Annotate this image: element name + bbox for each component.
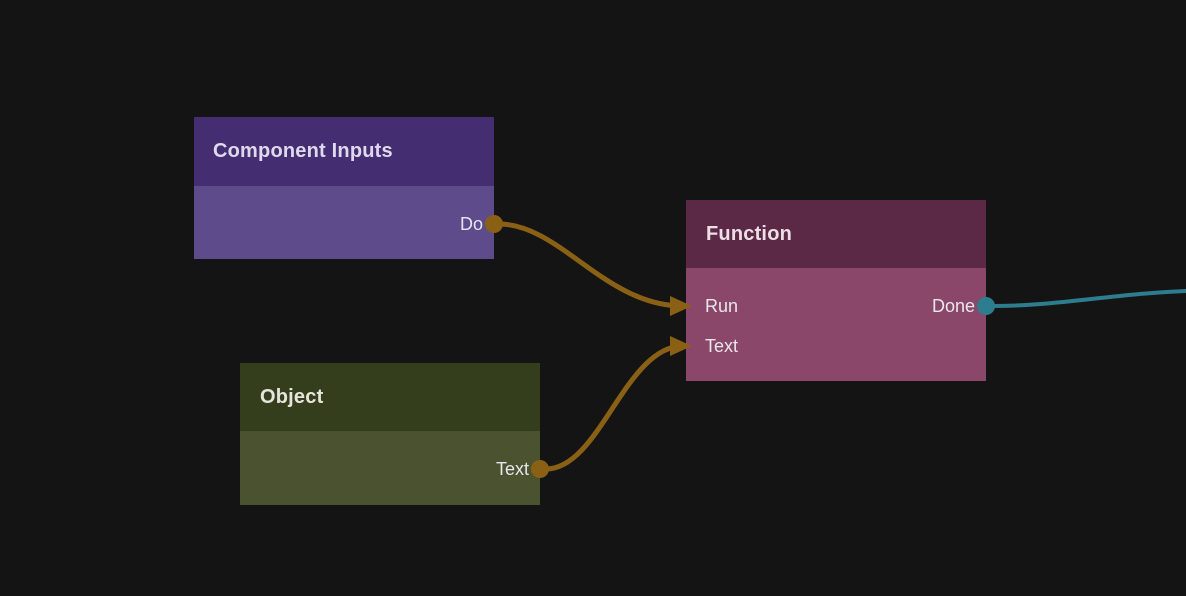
input-port-row-run[interactable]: Run	[705, 294, 738, 318]
input-port-row-text[interactable]: Text	[705, 334, 738, 358]
node-header-object[interactable]: Object	[240, 363, 540, 431]
node-body-function: Run Text Done	[686, 268, 986, 381]
input-port-label-run: Run	[705, 296, 739, 316]
node-title-component-inputs: Component Inputs	[213, 140, 393, 162]
node-header-function[interactable]: Function	[686, 200, 986, 268]
node-body-object: Text	[240, 431, 540, 505]
wire-do-to-run[interactable]	[496, 221, 686, 309]
node-body-component-inputs: Do	[194, 186, 494, 259]
node-header-component-inputs[interactable]: Component Inputs	[194, 117, 494, 186]
output-port-row-do[interactable]: Do	[460, 212, 483, 236]
input-port-arrow-text-icon[interactable]	[670, 336, 692, 356]
output-port-row-done[interactable]: Done	[932, 294, 975, 318]
node-title-object: Object	[260, 385, 324, 408]
output-port-row-text[interactable]: Text	[496, 457, 529, 481]
node-object[interactable]: Object Text	[240, 363, 549, 505]
output-port-dot-text[interactable]	[531, 460, 549, 478]
input-port-label-text: Text	[705, 336, 739, 356]
output-port-dot-done[interactable]	[977, 297, 995, 315]
output-port-label-done: Done	[931, 296, 975, 316]
node-title-function: Function	[706, 222, 793, 245]
output-port-label-do: Do	[459, 214, 483, 234]
node-function[interactable]: Function Run Text Done	[670, 200, 995, 381]
output-port-dot-do[interactable]	[485, 215, 503, 233]
wire-done-to-offscreen[interactable]	[990, 289, 1186, 308]
wire-text-to-text[interactable]	[543, 343, 686, 472]
node-component-inputs[interactable]: Component Inputs Do	[194, 117, 503, 259]
input-port-arrow-run-icon[interactable]	[670, 296, 692, 316]
output-port-label-text: Text	[495, 459, 529, 479]
